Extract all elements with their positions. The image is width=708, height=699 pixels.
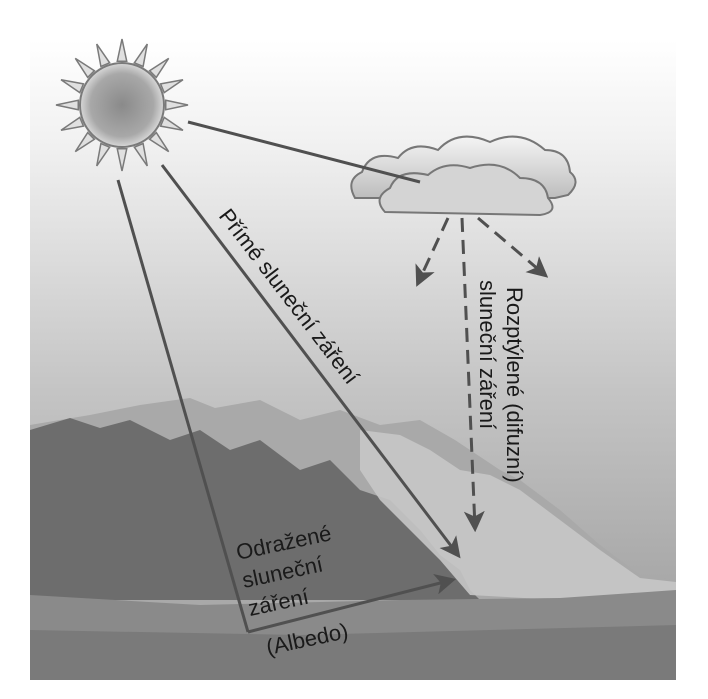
mountain-range-dark — [30, 418, 480, 600]
sun-ray — [133, 142, 148, 167]
sun-ray — [60, 79, 85, 94]
sun-ray — [159, 116, 184, 131]
sun-icon — [55, 38, 189, 172]
diffuse-arrow-center — [460, 217, 485, 533]
diffuse-arrow-left — [415, 217, 450, 287]
sun-ray — [159, 79, 184, 94]
sun-ray — [60, 116, 85, 131]
ground-shadow — [30, 625, 676, 680]
snowfield — [360, 430, 676, 600]
sun-ray — [116, 38, 128, 63]
sun-ray — [116, 147, 128, 172]
sun-ray — [164, 99, 189, 111]
sun-ray — [148, 57, 170, 79]
sun-to-cloud-line — [187, 120, 421, 184]
sun-ray — [96, 142, 111, 167]
sun-ray — [74, 57, 96, 79]
sun-ray — [133, 43, 148, 68]
sun-ray — [96, 43, 111, 68]
sun-ray — [55, 99, 80, 111]
diffuse-radiation-label-line2: sluneční záření — [475, 280, 500, 429]
reflected-incoming-line — [116, 179, 250, 633]
direct-radiation-arrow — [160, 164, 461, 559]
sun-ray — [74, 131, 96, 153]
reflected-albedo-arrow — [247, 573, 457, 634]
radiation-arrows — [116, 120, 549, 634]
diffuse-radiation-label-line1: Rozptýlené (difuzní) — [502, 287, 527, 483]
sun-ray — [148, 131, 170, 153]
diffuse-arrow-right — [477, 216, 549, 278]
